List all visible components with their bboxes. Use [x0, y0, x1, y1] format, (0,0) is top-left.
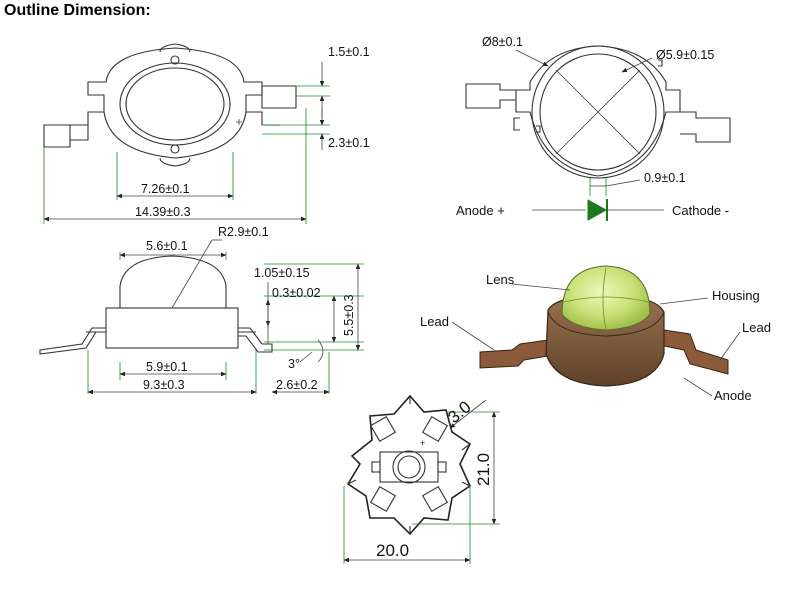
dim-body-width: 5.9±0.1: [146, 360, 188, 374]
lead-left-label: Lead: [420, 314, 449, 329]
lead-left-shape: [479, 339, 549, 369]
lens-shape: [561, 265, 651, 331]
svg-text:+: +: [420, 438, 425, 448]
dim-board-height: 21.0: [474, 453, 493, 486]
dim-overall: 14.39±0.3: [135, 205, 191, 219]
anode-label: Anode +: [456, 203, 505, 218]
dim-outer-dia: Ø8±0.1: [482, 35, 523, 49]
dim-radius: R2.9±0.1: [218, 225, 269, 239]
dim-front-gap: 0.9±0.1: [644, 171, 686, 185]
dim-angle: 3°: [288, 357, 300, 371]
page-title: Outline Dimension:: [4, 2, 151, 19]
dim-base-width: 9.3±0.3: [143, 378, 185, 392]
front-view: Ø8±0.1 Ø5.9±0.15 0.9±0.1 Anode + Cathode…: [456, 35, 731, 221]
dim-lead-height: 1.05±0.15: [254, 266, 310, 280]
anode-perspective-label: Anode: [714, 388, 752, 403]
dim-inner: 7.26±0.1: [141, 182, 190, 196]
perspective-view: Lens Housing Lead Lead Anode: [420, 265, 771, 403]
lead-right-label: Lead: [742, 320, 771, 335]
side-view: 5.6±0.1 R2.9±0.1 1.05±0.15 0.3±0.02 5.5±…: [39, 225, 364, 395]
dim-dome-width: 5.6±0.1: [146, 239, 188, 253]
dim-lead-len: 2.6±0.2: [276, 378, 318, 392]
dim-total-height: 5.5±0.3: [342, 294, 356, 336]
dim-board-width: 20.0: [376, 541, 409, 560]
dim-lens-dia: Ø5.9±0.15: [656, 48, 714, 62]
lens-label: Lens: [486, 272, 515, 287]
star-board: + 20.0 21.0 3.0: [343, 394, 500, 564]
cathode-label: Cathode -: [672, 203, 729, 218]
lead-right-shape: [663, 329, 729, 375]
top-view: 1.5±0.1 2.3±0.1 7.26±0.1 14.39±0.3: [43, 43, 370, 224]
dim-slot: 1.5±0.1: [328, 45, 370, 59]
dim-gap: 2.3±0.1: [328, 136, 370, 150]
housing-label: Housing: [712, 288, 760, 303]
diode-icon: [587, 199, 608, 221]
dim-lead-thick: 0.3±0.02: [272, 286, 321, 300]
